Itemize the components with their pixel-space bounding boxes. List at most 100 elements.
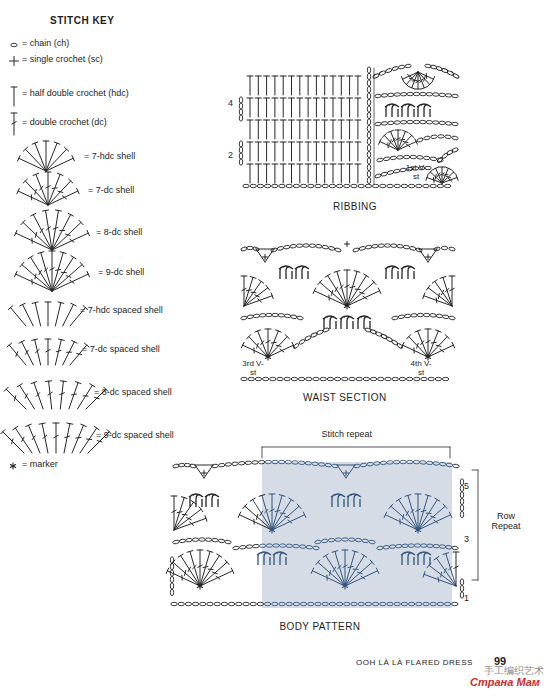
chain-symbol	[362, 539, 369, 543]
chain-symbol	[460, 579, 463, 585]
dc-symbol	[426, 285, 430, 290]
chain-symbol	[239, 103, 242, 109]
dc-symbol	[46, 380, 52, 382]
hdc-symbol	[297, 164, 303, 165]
dc-symbol	[400, 139, 405, 141]
hdc-symbol	[349, 98, 350, 117]
chain-symbol	[349, 377, 355, 380]
chain-symbol	[409, 246, 416, 251]
chain-symbol	[400, 168, 407, 172]
chain-symbol	[367, 73, 370, 79]
chain-symbol	[293, 544, 300, 548]
hdc-symbol	[333, 76, 334, 95]
chain-symbol	[460, 498, 463, 504]
chain-symbol	[442, 377, 448, 380]
dc-symbol	[60, 381, 63, 409]
chain-symbol	[411, 313, 418, 317]
chain-symbol	[313, 377, 319, 380]
chain-symbol	[279, 184, 285, 187]
dc-symbol	[276, 345, 281, 346]
dc-symbol	[213, 572, 218, 574]
dc-symbol	[40, 186, 43, 190]
hdc-symbol	[247, 142, 253, 143]
dc-symbol	[16, 352, 18, 357]
hdc-symbol	[23, 305, 34, 326]
dc-symbol	[32, 436, 35, 440]
sc-symbol	[265, 255, 266, 260]
dc-symbol	[297, 504, 301, 509]
legend-label: = marker	[22, 460, 58, 470]
chain-symbol	[380, 461, 387, 465]
hdc-symbol	[32, 142, 38, 144]
chain-symbol	[460, 511, 463, 517]
chain-symbol	[445, 93, 452, 97]
chain-symbol	[352, 247, 359, 252]
chain-symbol	[342, 377, 348, 380]
chain-symbol	[398, 315, 405, 319]
chain-symbol	[439, 545, 446, 549]
dc-symbol	[247, 335, 251, 339]
dc-symbol	[173, 562, 200, 586]
chain-symbol	[383, 545, 390, 549]
chain-symbol	[298, 339, 305, 345]
chain-symbol	[400, 460, 406, 463]
dc-symbol	[39, 270, 41, 274]
chain-symbol	[284, 377, 290, 380]
hdc-cluster-symbol	[347, 494, 361, 507]
dc-symbol	[46, 211, 52, 250]
dc-symbol	[428, 337, 447, 357]
chain-symbol	[421, 377, 427, 380]
dc-symbol	[416, 509, 420, 511]
hdc-symbol	[338, 142, 344, 143]
dc-symbol	[23, 222, 52, 250]
dc-symbol	[187, 518, 192, 520]
hdc-symbol	[250, 76, 251, 95]
chain-symbol	[460, 485, 463, 491]
dc-symbol	[66, 276, 71, 278]
dc-symbol	[21, 220, 25, 224]
hdc-cluster-symbol	[401, 552, 415, 565]
dc-symbol	[345, 285, 349, 287]
chain-symbol	[373, 461, 380, 465]
dc-symbol	[446, 167, 452, 169]
marker-symbol	[342, 585, 347, 588]
dc-symbol	[442, 167, 443, 183]
marker-symbol	[415, 529, 420, 532]
dc-symbol	[9, 345, 26, 365]
hdc-symbol	[333, 142, 334, 161]
dc-symbol	[438, 293, 440, 298]
chain-symbol	[344, 602, 350, 605]
chain-symbol	[420, 461, 427, 465]
dc-symbol	[39, 423, 45, 424]
dc-symbol	[268, 329, 269, 357]
dc-symbol	[14, 271, 17, 276]
dc-symbol	[418, 72, 433, 79]
hdc-symbol	[266, 76, 267, 95]
dc-symbol	[435, 498, 440, 501]
chain-symbol	[277, 377, 283, 380]
dc-symbol	[207, 551, 213, 553]
dc-symbol	[409, 78, 414, 79]
hdc-symbol	[283, 120, 284, 139]
dc-symbol	[11, 113, 17, 114]
dc-symbol	[22, 342, 34, 365]
dc-symbol	[32, 339, 38, 340]
dc-symbol	[456, 552, 457, 586]
hdc-symbol	[258, 164, 259, 183]
hdc-symbol	[258, 142, 259, 161]
chain-symbol	[308, 602, 314, 605]
dc-symbol	[326, 556, 345, 586]
hdc-cluster-symbol	[417, 104, 431, 117]
chain-symbol	[432, 93, 439, 97]
dc-symbol	[181, 556, 200, 586]
hdc-symbol	[250, 142, 251, 161]
chain-symbol	[389, 545, 396, 549]
chain-symbol	[320, 377, 326, 380]
hdc-symbol	[313, 120, 319, 121]
dc-symbol	[410, 133, 414, 137]
legend-label: = 8-dc shell	[96, 228, 142, 238]
chain-symbol	[367, 106, 370, 112]
chain-symbol	[247, 246, 253, 249]
dc-symbol	[36, 349, 40, 352]
dc-symbol	[253, 500, 272, 530]
